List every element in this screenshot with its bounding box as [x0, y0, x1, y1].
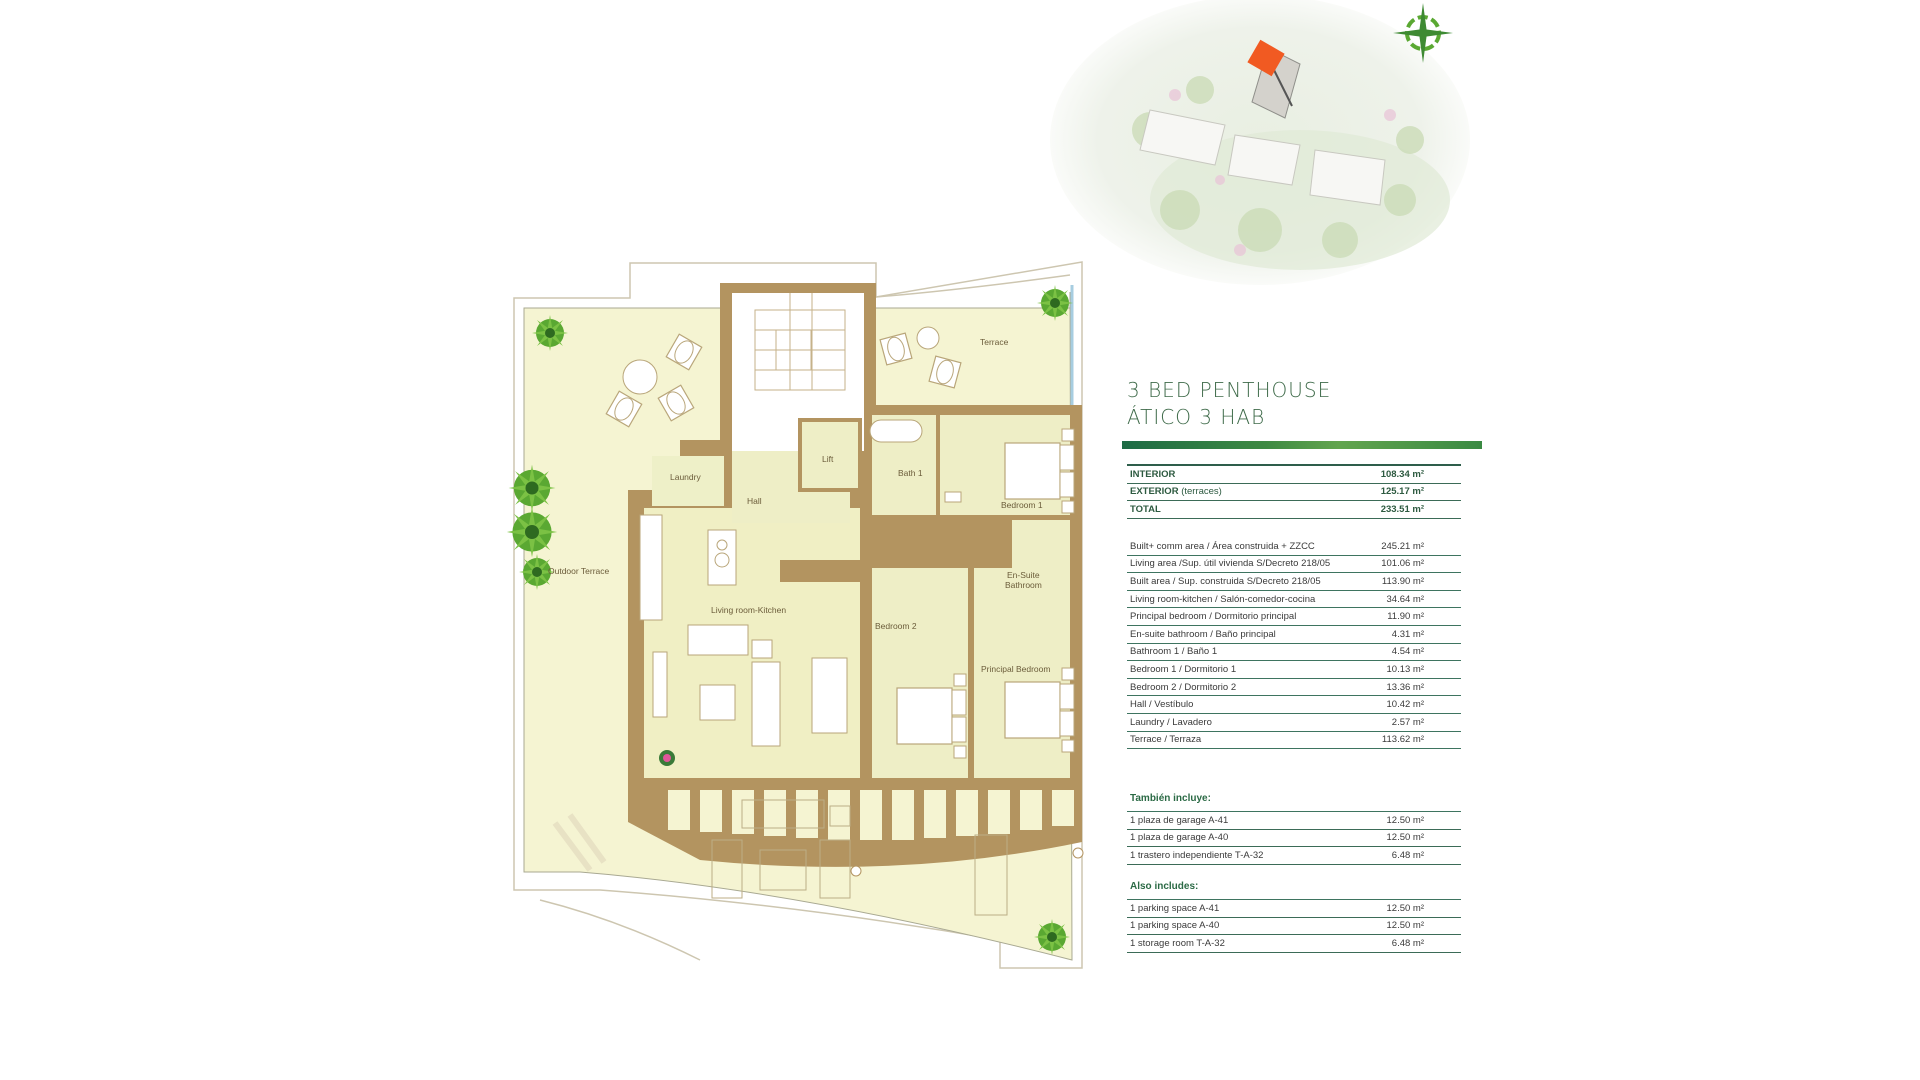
- area-row: Built area / Sup. construida S/Decreto 2…: [1127, 573, 1461, 591]
- room-label-laundry: Laundry: [670, 472, 701, 482]
- room-label-bedroom1: Bedroom 1: [1001, 500, 1043, 510]
- area-row: Living room-kitchen / Salón-comedor-coci…: [1127, 591, 1461, 609]
- room-label-hall: Hall: [747, 496, 762, 506]
- area-row: Built+ comm area / Área construida + ZZC…: [1127, 538, 1461, 556]
- title-divider-bar: [1122, 441, 1482, 449]
- summary-row-exterior: EXTERIOR (terraces) 125.17 m²: [1127, 484, 1461, 501]
- page-subtitle: ÁTICO 3 HAB: [1127, 405, 1266, 429]
- also-includes-heading: Also includes:: [1130, 881, 1199, 892]
- room-label-bedroom2: Bedroom 2: [875, 621, 917, 631]
- summary-table: INTERIOR 108.34 m² EXTERIOR (terraces) 1…: [1127, 464, 1461, 519]
- room-label-living: Living room-Kitchen: [711, 605, 786, 615]
- room-label-principal-bedroom: Principal Bedroom: [981, 664, 1050, 674]
- room-label-outdoor-terrace: Outdoor Terrace: [548, 566, 610, 576]
- site-map: [1050, 0, 1470, 285]
- summary-row-interior: INTERIOR 108.34 m²: [1127, 466, 1461, 484]
- room-label-terrace: Terrace: [980, 337, 1009, 347]
- floor-plan-drawing: Terrace Outdoor Terrace Laundry Hall Lif…: [506, 261, 1084, 969]
- summary-row-total: TOTAL 233.51 m²: [1127, 501, 1461, 519]
- compass-rose-icon: [1393, 3, 1453, 63]
- area-row: Principal bedroom / Dormitorio principal…: [1127, 608, 1461, 626]
- penthouse-location-highlight: [1247, 39, 1285, 77]
- area-row: Living area /Sup. útil vivienda S/Decret…: [1127, 556, 1461, 574]
- room-label-ensuite-1: En-Suite: [1007, 570, 1040, 580]
- page-title: 3 BED PENTHOUSE: [1127, 378, 1332, 402]
- room-label-lift: Lift: [822, 454, 834, 464]
- room-label-bath1: Bath 1: [898, 468, 923, 478]
- room-label-ensuite-2: Bathroom: [1005, 580, 1042, 590]
- tambien-heading: También incluye:: [1130, 793, 1211, 804]
- area-breakdown-table: Built+ comm area / Área construida + ZZC…: [1127, 538, 1461, 750]
